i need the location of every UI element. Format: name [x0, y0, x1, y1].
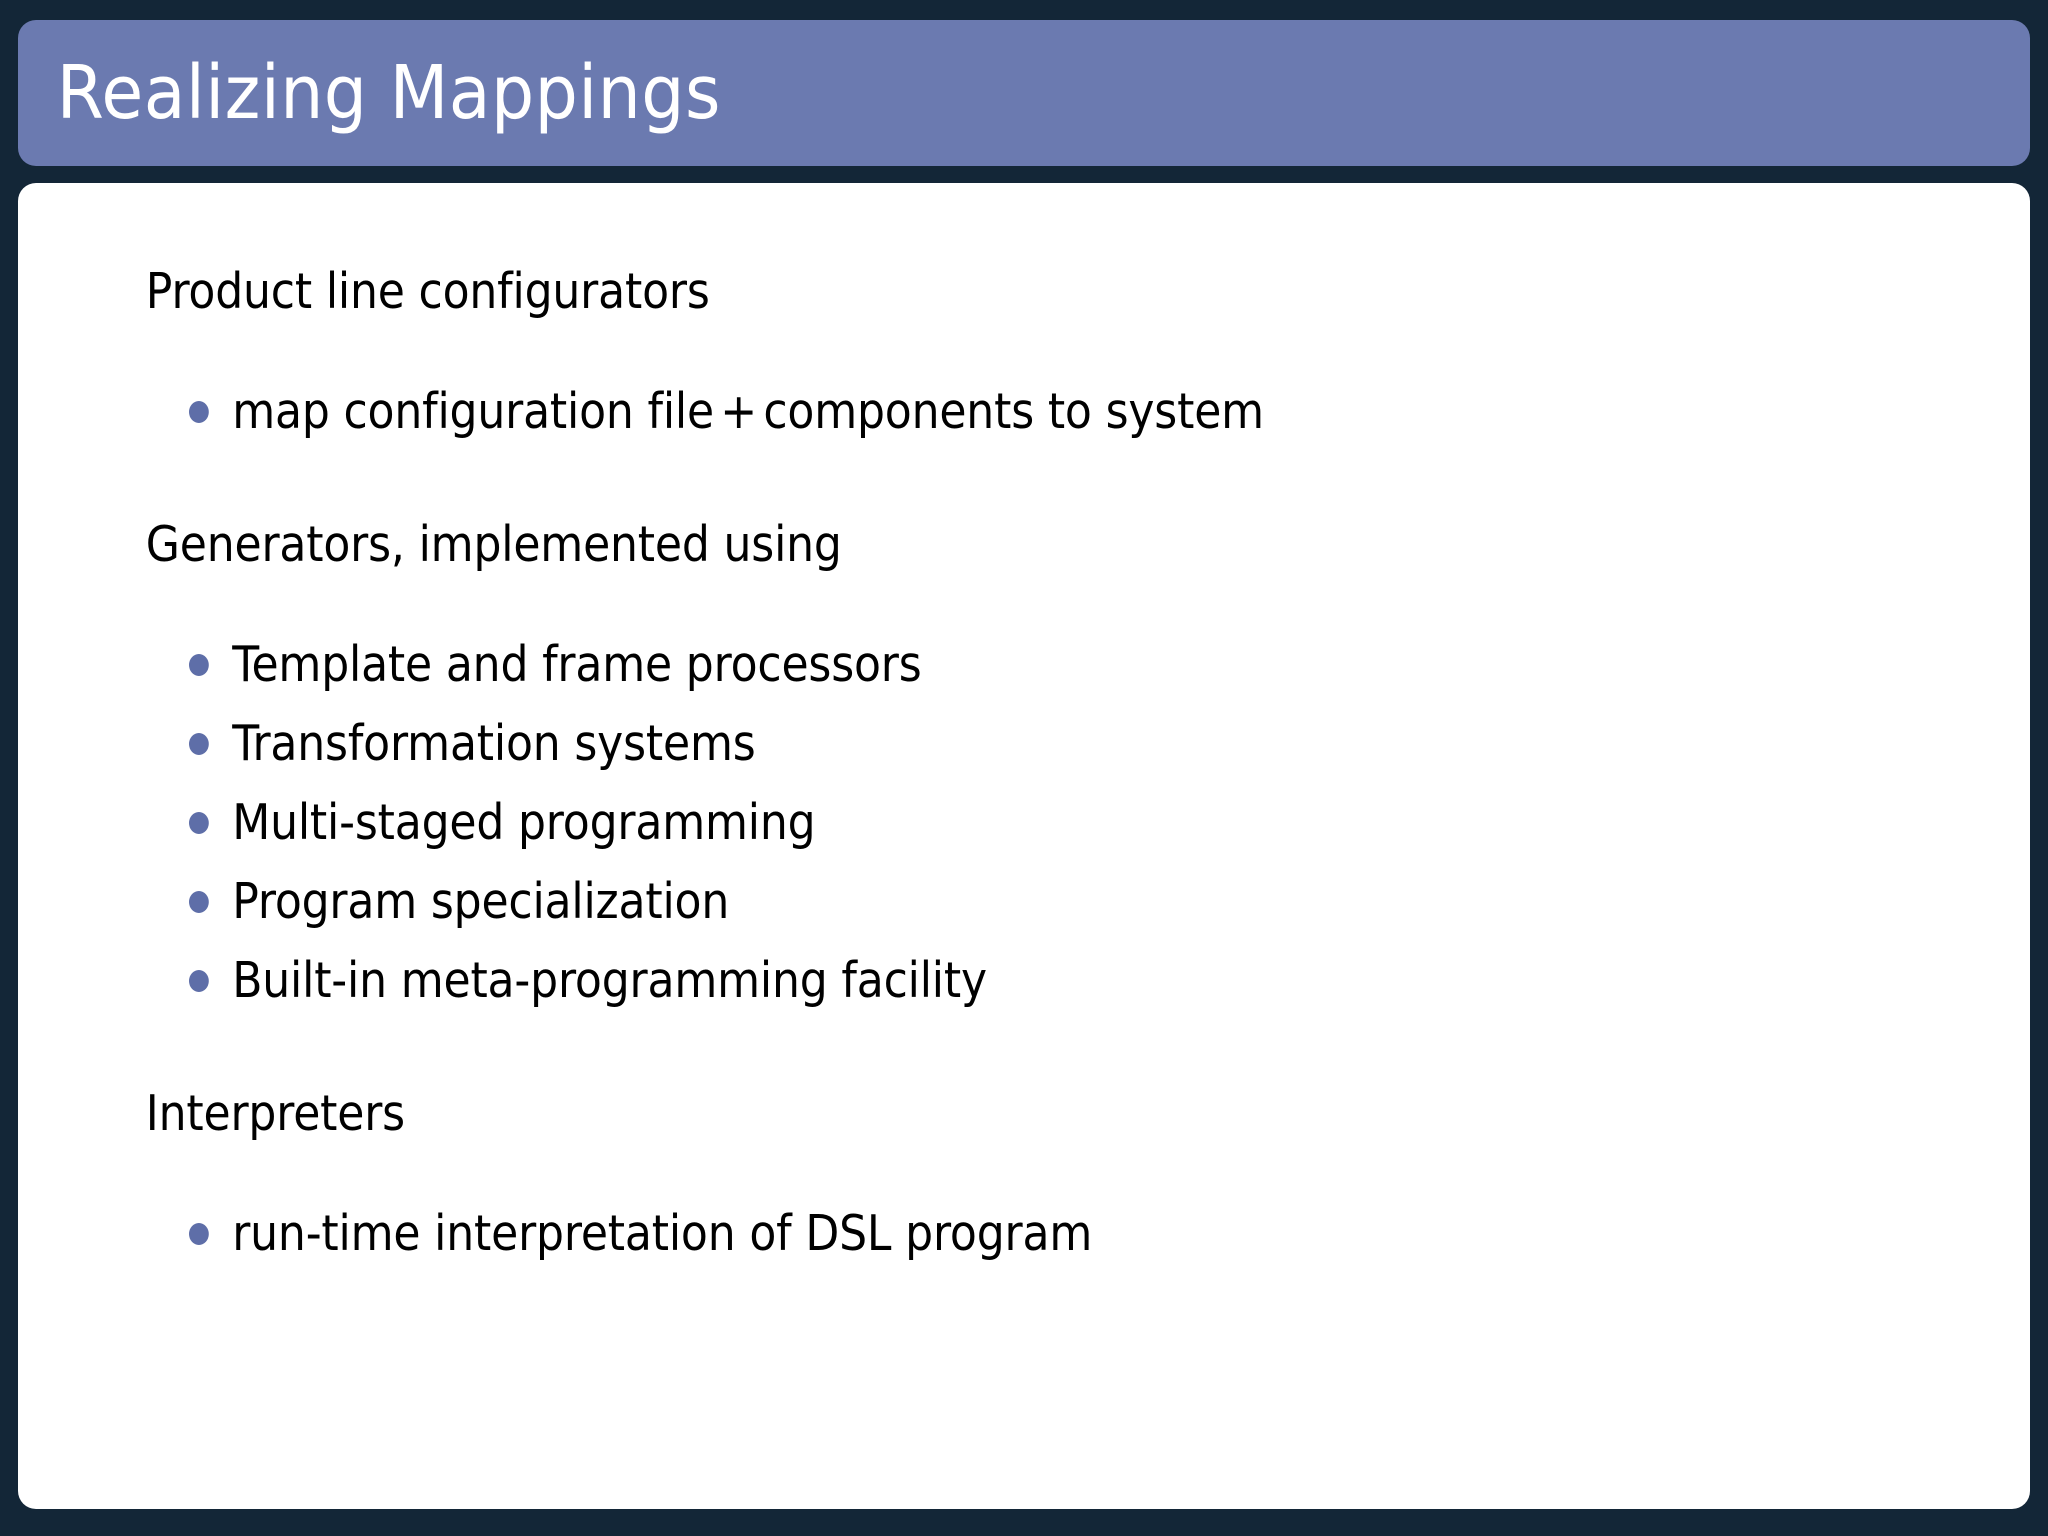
bullet-icon: [189, 732, 209, 755]
bullet-icon: [189, 400, 209, 423]
line-spacer: [18, 1138, 2030, 1209]
list-item-level2: Built-in meta-programming facility: [18, 956, 1829, 1005]
bullet-icon: [189, 1222, 209, 1245]
line-spacer: [18, 569, 2030, 640]
content-block: Interpreters run-time interpretation of …: [18, 1089, 2030, 1258]
list-item-text-post: components to system: [763, 383, 1264, 440]
content-list: Product line configurators map configura…: [18, 183, 2030, 1258]
list-item-text: Transformation systems: [232, 715, 756, 772]
list-item-text-pre: map configuration file: [232, 383, 714, 440]
plus-icon: +: [720, 383, 758, 440]
bullet-icon: [189, 653, 209, 676]
content-block: Generators, implemented using Template a…: [18, 520, 2030, 1005]
block-spacer: [18, 436, 2030, 520]
list-item-level1: Generators, implemented using: [145, 516, 842, 573]
line-spacer: [18, 316, 2030, 387]
list-item-level2: run-time interpretation of DSL program: [18, 1209, 1829, 1258]
list-item-level1: Interpreters: [145, 1085, 405, 1142]
bullet-icon: [189, 811, 209, 834]
page-title: Realizing Mappings: [56, 50, 721, 136]
bullet-icon: [189, 890, 209, 913]
list-item-text: Template and frame processors: [232, 636, 922, 693]
list-item-text: Built-in meta-programming facility: [232, 952, 987, 1009]
list-item-level2: Transformation systems: [18, 719, 1829, 768]
list-item-text: Multi-staged programming: [232, 794, 816, 851]
content-block: Product line configurators map configura…: [18, 267, 2030, 436]
list-item-text: Program specialization: [232, 873, 730, 930]
slide-content-box: Product line configurators map configura…: [18, 183, 2030, 1509]
list-item-text: run-time interpretation of DSL program: [232, 1205, 1093, 1262]
block-spacer: [18, 1005, 2030, 1089]
list-item-level2: Multi-staged programming: [18, 798, 1829, 847]
list-item-level2: Template and frame processors: [18, 640, 1829, 689]
bullet-icon: [189, 969, 209, 992]
slide-title-bar: Realizing Mappings: [18, 20, 2030, 166]
list-item-level2: Program specialization: [18, 877, 1829, 926]
list-item-level2: map configuration file+components to sys…: [18, 387, 1829, 436]
top-spacer: [18, 183, 2030, 267]
list-item-level1: Product line configurators: [145, 263, 710, 320]
